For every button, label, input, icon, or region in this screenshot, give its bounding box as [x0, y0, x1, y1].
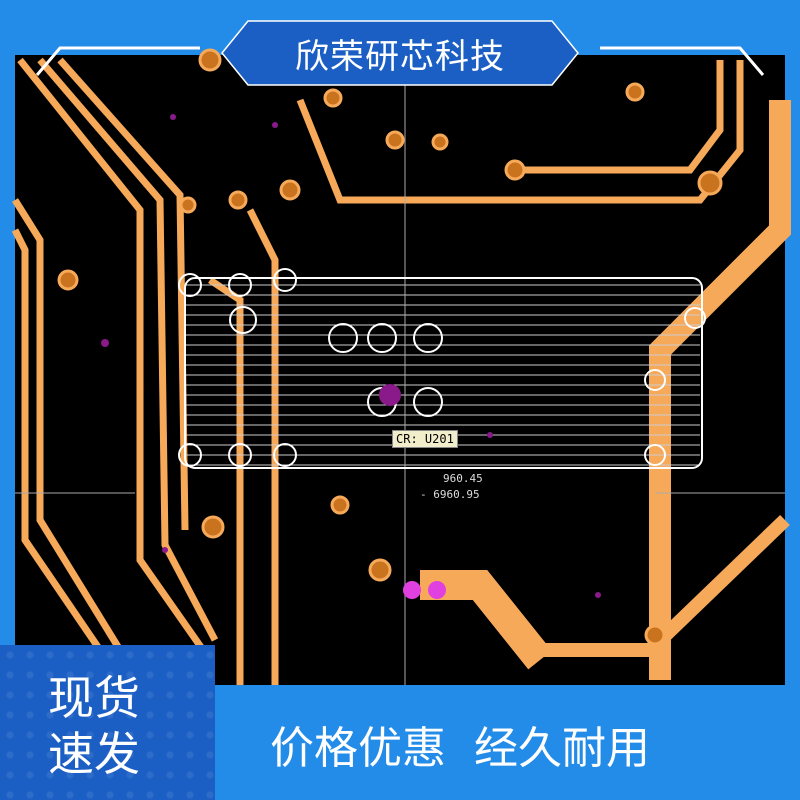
slogan-durable: 经久耐用: [474, 723, 650, 774]
slogan-price: 价格优惠: [270, 723, 446, 774]
slogan-banner: [215, 685, 800, 800]
stock-badge: [0, 645, 215, 800]
coord-x: 960.45: [443, 472, 483, 485]
brand-title: 欣荣研芯科技: [295, 36, 505, 77]
pads: [57, 48, 723, 646]
slogan-text: 价格优惠经久耐用: [270, 712, 678, 776]
stock-badge-text: 现货 速发: [48, 670, 140, 782]
title-plate: [221, 20, 579, 86]
badge-line1: 现货: [48, 671, 140, 725]
coord-y: - 6960.95: [420, 488, 480, 501]
badge-line2: 速发: [48, 727, 140, 781]
component-label: CR: U201: [392, 430, 458, 448]
traces: [11, 57, 791, 690]
vias: [101, 114, 601, 599]
frame: [35, 46, 765, 76]
